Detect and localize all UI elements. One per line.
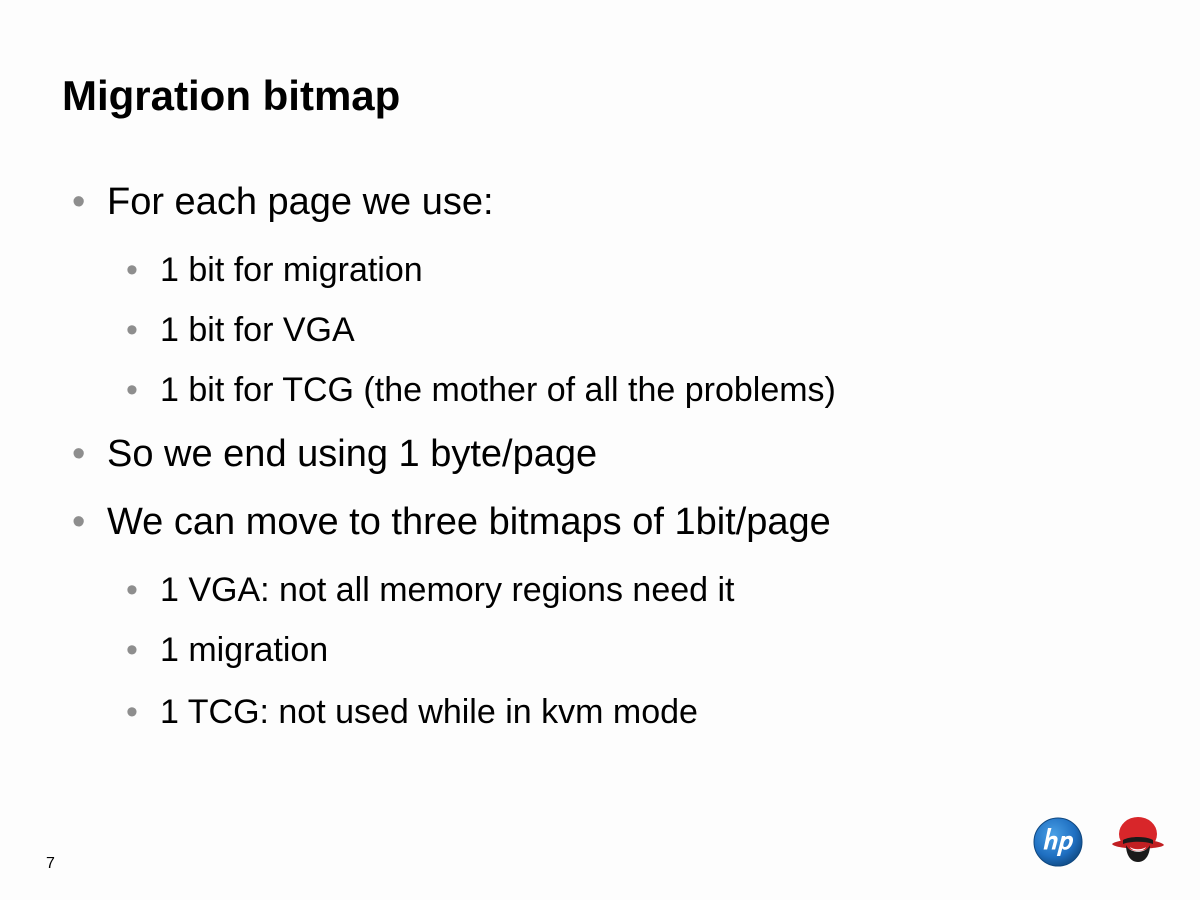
bullet-marker: •: [126, 251, 138, 289]
bullet-marker: •: [126, 693, 138, 731]
bullet-text: 1 VGA: not all memory regions need it: [160, 571, 735, 609]
bullet-text: 1 TCG: not used while in kvm mode: [160, 693, 698, 731]
bullet-text: 1 bit for VGA: [160, 311, 355, 349]
bullet-text: 1 bit for migration: [160, 251, 423, 289]
hp-logo-icon: [1033, 817, 1083, 867]
bullet-marker: •: [126, 311, 138, 349]
bullet-text: For each page we use:: [107, 181, 494, 223]
slide-number: 7: [46, 855, 55, 872]
bullet-marker: •: [72, 501, 86, 543]
bullet-marker: •: [126, 571, 138, 609]
bullet-text: So we end using 1 byte/page: [107, 433, 598, 475]
redhat-shadowman-icon: [1112, 817, 1164, 862]
bullet-marker: •: [72, 433, 86, 475]
bullet-marker: •: [126, 631, 138, 669]
bullet-marker: •: [72, 181, 86, 223]
slide-title: Migration bitmap: [62, 72, 401, 119]
bullet-text: 1 migration: [160, 631, 329, 669]
bullet-text: We can move to three bitmaps of 1bit/pag…: [107, 501, 831, 543]
bullet-text: 1 bit for TCG (the mother of all the pro…: [160, 371, 836, 409]
bullet-marker: •: [126, 371, 138, 409]
